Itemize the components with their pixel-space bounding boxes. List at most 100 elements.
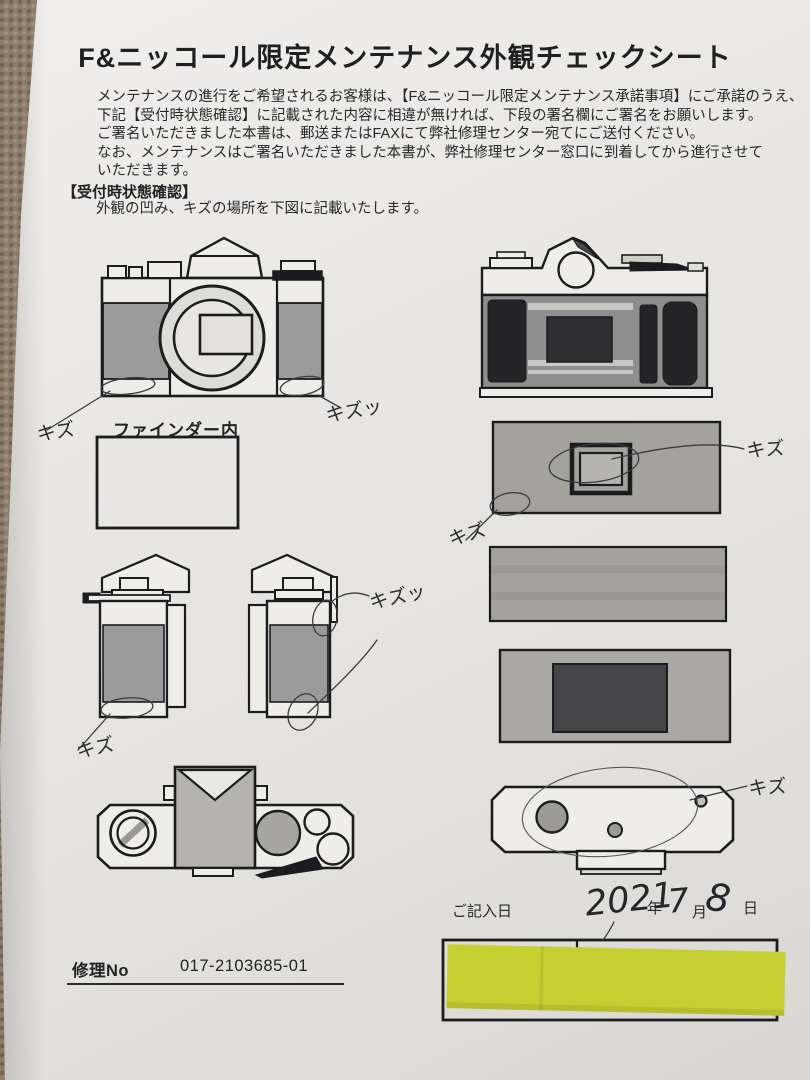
entry-date-month-handwritten: 7 (666, 880, 691, 921)
scratch-pointer-line (611, 444, 745, 460)
scratch-circle (521, 766, 699, 858)
rear-left-knob-top (496, 251, 526, 259)
intro-line: ご署名いただきました本書は、郵送またはFAXにて弊社修理センター宛てにご送付くだ… (97, 126, 705, 143)
top-advance-hub (316, 832, 350, 866)
top-dial-small (128, 266, 143, 279)
scratch-label: キズ (748, 775, 787, 800)
rear-left-pad (487, 299, 527, 383)
intro-paragraph: メンテナンスの進行をご希望されるお客様は、【F&ニッコール限定メンテナンス承諾事… (97, 88, 803, 181)
top-rewind-outer (109, 809, 157, 857)
film-door-inner-diagram (488, 545, 728, 623)
sticky-note-group (446, 944, 786, 1016)
intro-line: メンテナンスの進行をご希望されるお客様は、【F&ニッコール限定メンテナンス承諾事… (97, 89, 804, 105)
camera-rear-view-diagram (479, 236, 713, 398)
scratch-long-line (307, 639, 378, 714)
bottom-tab-edge (580, 868, 662, 875)
panel-band (490, 565, 726, 573)
scratch-circle (100, 376, 156, 396)
entry-date-month-unit: 月 (692, 904, 708, 921)
scratch-annotation-right-side-top: キズッ (287, 581, 428, 731)
scratch-pointer-line (77, 713, 111, 751)
scratch-annotation-bottom-plate: キズ (521, 766, 787, 858)
scratch-circle (489, 491, 531, 517)
rear-right-pad (662, 301, 698, 386)
scratch-pointer-line (317, 394, 342, 409)
scratch-circle (100, 697, 154, 719)
rewind-crank-slot (117, 817, 150, 848)
film-door-inner-panel (488, 545, 728, 623)
top-front-tab (192, 867, 234, 877)
camera-front-view-diagram (100, 236, 325, 398)
rear-bottom-strip (479, 387, 713, 398)
camera-left-side-diagram (82, 553, 191, 719)
repair-no-value: 017-2103685-01 (180, 957, 309, 975)
rewind-knob (107, 265, 127, 279)
rear-stripe-bottom2 (528, 370, 633, 374)
pentaprism (185, 236, 264, 280)
entry-date-year-unit: 年 (647, 900, 663, 917)
side-leatherette-right (269, 624, 329, 703)
scratch-circle (548, 442, 640, 484)
scratch-label: キズッ (324, 395, 384, 427)
top-prism-v (175, 768, 255, 802)
sticky-note-crease (539, 946, 544, 1011)
rear-mid-strip (639, 304, 658, 384)
shutter-opening (552, 663, 668, 733)
pressure-plate (546, 316, 613, 363)
bottom-rewind-fork (535, 800, 569, 834)
intro-line: いただきます。 (97, 163, 198, 180)
rear-left-knob (489, 257, 533, 269)
shutter-dial (280, 260, 316, 272)
sticky-note (446, 944, 786, 1016)
rear-stripe-top (528, 303, 633, 310)
bottom-tripod-socket (607, 822, 623, 838)
scratch-annotation-back-door-center: キズ (548, 437, 785, 484)
intro-line: 下記【受付時状態確認】に記載された内容に相違が無ければ、下段の署名欄にご署名をお… (97, 107, 763, 124)
scratch-label: キズ (746, 437, 785, 462)
bottom-battery-tab (575, 849, 667, 871)
top-shutter-dial (254, 809, 302, 857)
scratch-circle (312, 599, 338, 637)
back-door-diagram (491, 420, 722, 515)
shutter-chamber-diagram (498, 648, 732, 744)
scratch-label: キズ (74, 733, 116, 762)
camera-right-side-diagram (247, 553, 338, 719)
rear-right-plate (621, 254, 663, 264)
side-top-rect1 (119, 577, 149, 591)
prism-shadow (571, 237, 599, 260)
intro-line: なお、メンテナンスはご署名いただきました本書が、弊社修理センター窓口に到着してか… (97, 144, 763, 161)
side-door-strip-right (247, 603, 269, 714)
repair-no-label: 修理No (72, 962, 129, 980)
scratch-pointer-line (465, 509, 498, 541)
scratch-circle (279, 375, 325, 397)
pen-stray-stroke (602, 921, 615, 941)
side-top-rect4 (274, 589, 324, 600)
finder-label: ファインダー内 (113, 421, 239, 440)
panel-band2 (490, 592, 726, 600)
top-strap-lug-left (163, 785, 176, 801)
entry-date-day-unit: 日 (743, 900, 759, 917)
right-grip-leatherette (277, 302, 323, 380)
side-top-rect3 (282, 577, 314, 591)
scratch-pointer-line (46, 390, 111, 431)
scratch-label: キズ (35, 418, 76, 446)
top-dial-wide (147, 261, 182, 279)
camera-bottom-view-diagram (490, 785, 735, 875)
scratch-label: キズ (446, 519, 489, 551)
page-title: F&ニッコール限定メンテナンス外観チェックシート (78, 43, 732, 73)
finder-view-box (95, 435, 240, 530)
left-grip-leatherette (102, 302, 170, 380)
top-shutter-release (303, 808, 331, 836)
advance-lever-black (272, 270, 323, 281)
viewfinder-eyepiece (557, 251, 595, 289)
top-rewind-inner (116, 816, 150, 850)
scratch-pointer-line (330, 592, 370, 603)
repair-no-underline (67, 983, 344, 985)
entry-date-label: ご記入日 (452, 903, 513, 920)
top-strap-lug-right (254, 785, 268, 801)
section-header: 【受付時状態確認】 (62, 184, 198, 201)
scratch-circle-bottom (287, 693, 319, 731)
